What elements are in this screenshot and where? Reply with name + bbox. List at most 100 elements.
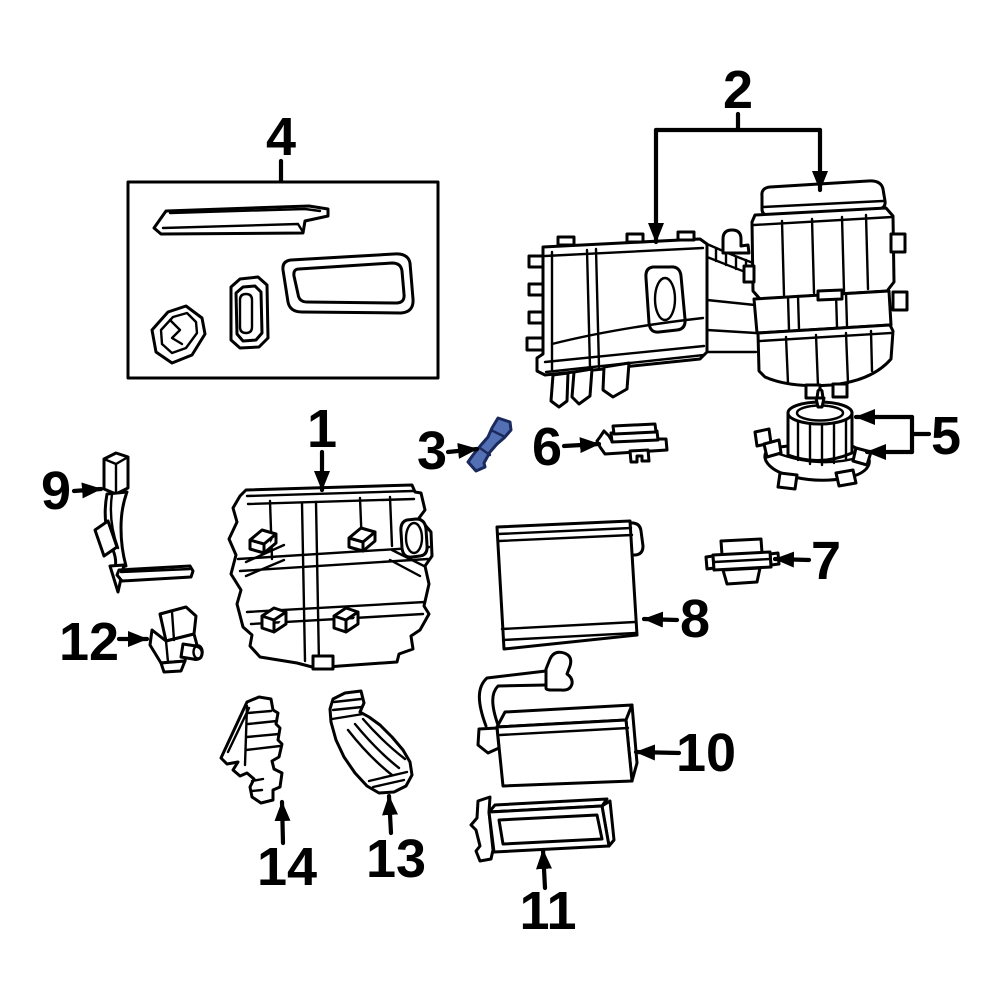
band-ribs <box>786 291 849 332</box>
callout-13-label[interactable]: 13 <box>366 829 426 889</box>
ribs <box>780 213 870 297</box>
nub-cap <box>192 644 204 660</box>
callout-1[interactable]: 1 <box>307 399 337 493</box>
strip-seal-line <box>161 222 305 234</box>
callout-11-label[interactable]: 11 <box>519 881 576 941</box>
callout-14-label[interactable]: 14 <box>257 837 317 897</box>
part-9-drawing[interactable] <box>93 451 195 594</box>
callout-11[interactable]: 11 <box>519 847 577 941</box>
small-grommet-detail <box>168 318 184 346</box>
callout-7-label[interactable]: 7 <box>811 531 841 591</box>
part-3-drawing-highlighted[interactable] <box>466 416 513 473</box>
frame-inner <box>497 813 604 846</box>
part-14-drawing[interactable] <box>219 695 284 805</box>
side-tab <box>891 290 909 312</box>
callout-4-label[interactable]: 4 <box>266 107 296 167</box>
callout-10-arrow <box>633 744 682 761</box>
callout-2-bracket <box>653 111 823 133</box>
elbow-segments <box>478 428 505 457</box>
flap-lines <box>226 704 251 767</box>
oval-grommet-center <box>238 292 254 335</box>
bottom-band <box>500 620 638 642</box>
motor-ribs <box>796 418 848 467</box>
part-1-drawing[interactable] <box>227 483 434 671</box>
end-clip <box>469 795 495 863</box>
callout-3-label[interactable]: 3 <box>417 421 447 481</box>
callout-12-label[interactable]: 12 <box>59 612 119 672</box>
top-band <box>496 526 634 543</box>
callout-5[interactable]: 5 <box>853 406 961 466</box>
part-13-drawing[interactable] <box>328 689 414 795</box>
port-inner <box>653 276 677 322</box>
lid-line <box>761 199 885 209</box>
detail-line <box>498 726 630 737</box>
callout-9[interactable]: 9 <box>41 461 104 521</box>
callout-1-label[interactable]: 1 <box>307 399 337 459</box>
elbow-outline <box>466 416 513 473</box>
callout-14[interactable]: 14 <box>257 799 317 897</box>
part-7-drawing[interactable] <box>704 537 781 586</box>
motor-shaft <box>814 388 826 409</box>
part-8-drawing[interactable] <box>495 519 645 651</box>
callout-2[interactable]: 2 <box>648 60 828 245</box>
foot <box>601 361 631 399</box>
part-6-drawing[interactable] <box>595 422 669 464</box>
callout-11-arrow <box>536 847 552 891</box>
callout-4[interactable]: 4 <box>266 107 296 184</box>
part-4-drawing[interactable] <box>126 180 440 380</box>
detail-line <box>543 246 705 258</box>
part-11-drawing[interactable] <box>469 795 616 863</box>
detail-line <box>164 610 176 664</box>
callout-2-label[interactable]: 2 <box>723 60 753 120</box>
callout-9-label[interactable]: 9 <box>41 461 71 521</box>
callout-13[interactable]: 13 <box>366 793 426 889</box>
actuator-foot <box>159 659 187 674</box>
mount-tab <box>762 438 783 459</box>
part-10-drawing[interactable] <box>476 650 639 788</box>
band-tab <box>816 288 844 302</box>
callout-3[interactable]: 3 <box>417 421 480 481</box>
oval-grommet-ring <box>234 284 264 343</box>
detail-line <box>752 215 894 227</box>
clip <box>93 519 119 558</box>
strip-line <box>119 567 192 574</box>
core-front-face <box>495 718 634 788</box>
callout-10[interactable]: 10 <box>633 723 736 783</box>
callout-8[interactable]: 8 <box>641 589 710 649</box>
bottom-tab <box>311 654 335 671</box>
callout-6-label[interactable]: 6 <box>532 417 562 477</box>
callout-8-label[interactable]: 8 <box>680 589 710 649</box>
top-notch <box>676 230 696 242</box>
callout-7-arrow <box>772 551 812 568</box>
detail-line <box>550 316 705 346</box>
callout-7[interactable]: 7 <box>772 531 841 591</box>
callout-9-arrow <box>71 482 104 499</box>
detail-line <box>594 247 601 369</box>
top-flange <box>245 489 416 506</box>
tab-block <box>347 526 377 553</box>
callout-5-label[interactable]: 5 <box>931 406 961 466</box>
core-body <box>495 519 639 651</box>
bands <box>244 709 282 752</box>
callout-8-arrow <box>641 611 680 628</box>
callout-12[interactable]: 12 <box>59 612 150 672</box>
left-tab <box>527 310 545 325</box>
callout-6-arrow <box>561 437 602 454</box>
callout-10-label[interactable]: 10 <box>676 723 736 783</box>
tab-block <box>248 528 278 555</box>
callout-6[interactable]: 6 <box>532 417 602 477</box>
strip-seal-line <box>168 207 322 215</box>
part-5-drawing[interactable] <box>753 388 873 491</box>
detail-line <box>758 331 893 343</box>
stem-bands <box>250 777 265 793</box>
left-tab <box>525 336 545 352</box>
part-2-drawing[interactable] <box>525 179 909 409</box>
pipe-hook <box>544 650 574 692</box>
part-12-drawing[interactable] <box>148 605 204 674</box>
left-tab <box>527 254 545 269</box>
foot-block <box>260 606 288 634</box>
side-tab <box>889 232 907 254</box>
callouts: 1 2 3 4 5 6 7 <box>41 60 961 941</box>
callout-13-arrow <box>382 793 399 836</box>
